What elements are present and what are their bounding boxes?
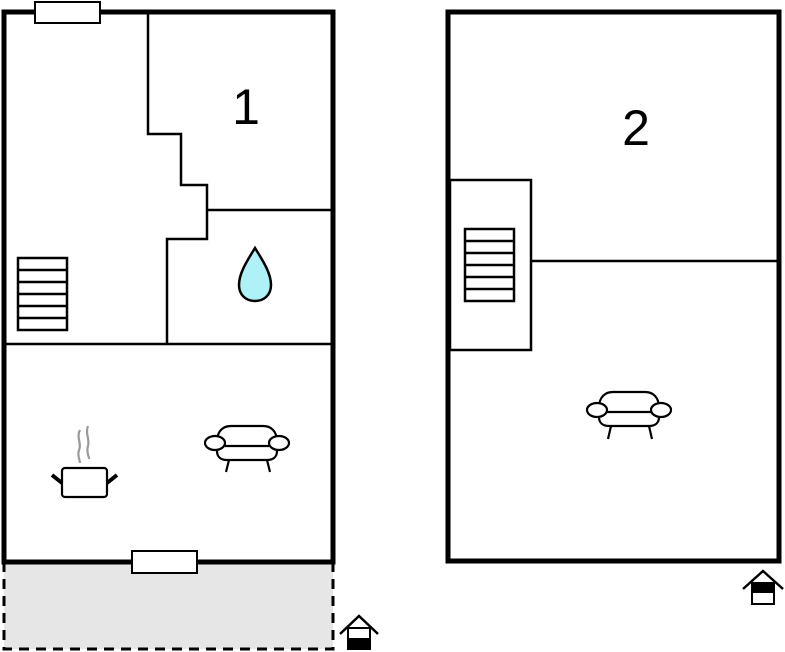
floor-1-label: 1	[232, 79, 260, 135]
water-drop-icon	[237, 245, 273, 303]
cooking-pot-icon	[50, 425, 119, 499]
entrance-icon	[339, 614, 379, 650]
floor-1	[1, 1, 379, 651]
stairs-icon	[16, 256, 69, 332]
interior-wall-stepped	[146, 12, 209, 344]
terrace	[4, 562, 333, 649]
window-bottom	[131, 550, 198, 574]
floor-2-label: 2	[622, 100, 650, 156]
stairs-icon	[463, 227, 516, 303]
terrace-dashed-border	[2, 562, 335, 651]
entrance-icon	[742, 569, 784, 605]
sofa-icon	[585, 390, 673, 440]
window-top	[34, 1, 101, 24]
floor-2	[445, 9, 784, 605]
sofa-icon	[203, 424, 291, 473]
